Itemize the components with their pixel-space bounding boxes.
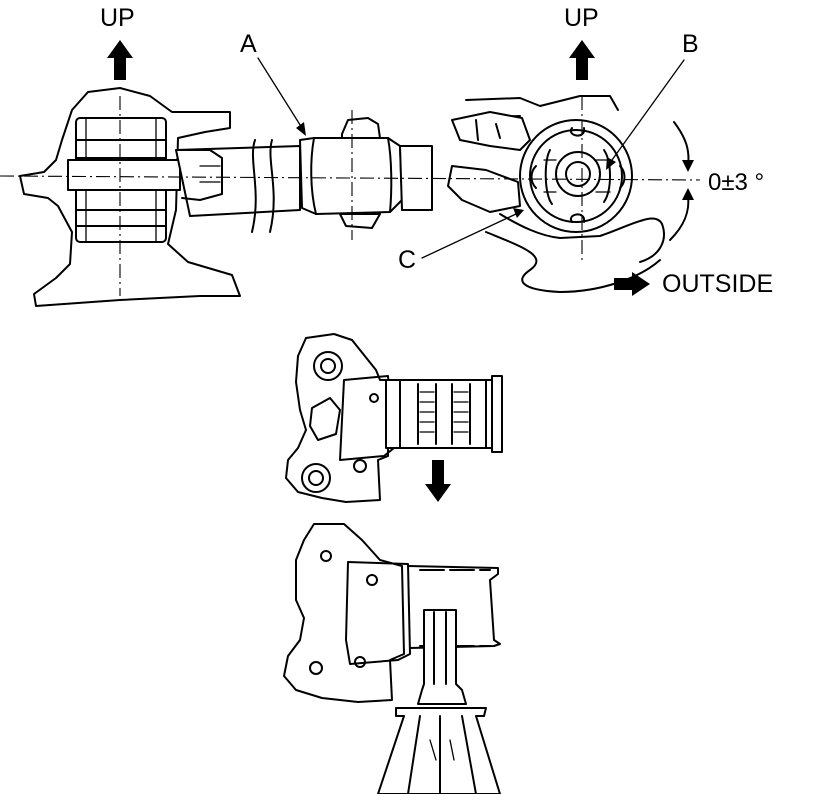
- leader-a: [257, 57, 303, 129]
- up-arrow-right: UP: [564, 4, 599, 80]
- up-label-right: UP: [564, 4, 599, 32]
- outside-label: OUTSIDE: [662, 270, 773, 298]
- up-arrow-left: UP: [100, 4, 135, 80]
- leader-b: [611, 59, 685, 161]
- label-a: A: [240, 30, 257, 58]
- angle-indicator: 0±3 °: [669, 121, 764, 241]
- bracket-upper: [285, 333, 395, 503]
- angle-label: 0±3 °: [708, 169, 764, 196]
- down-arrow: [425, 460, 451, 502]
- installer-tool: [377, 609, 501, 794]
- bushing-cartridge-bottom: [385, 375, 503, 453]
- bushing-outer: [519, 119, 633, 233]
- center-line: [0, 175, 701, 181]
- top-right-assembly: [447, 95, 665, 293]
- outside-indicator: OUTSIDE: [614, 270, 773, 298]
- label-c: C: [398, 246, 416, 274]
- label-b: B: [682, 30, 699, 58]
- control-arm-shaft: [175, 145, 301, 217]
- leader-c: [421, 213, 517, 259]
- up-label-left: UP: [100, 4, 135, 32]
- top-left-assembly: [19, 87, 433, 307]
- bracket-lower: [283, 523, 501, 703]
- bushing-a: [299, 137, 403, 215]
